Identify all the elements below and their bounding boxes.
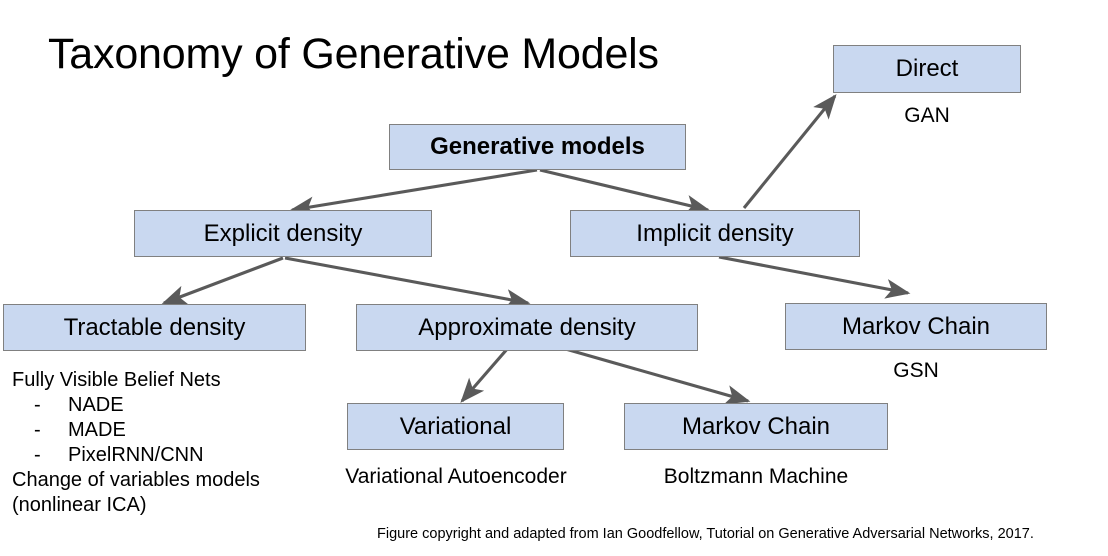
node-markov-chain-right-label: Markov Chain <box>841 312 991 340</box>
tractable-examples-list: Fully Visible Belief Nets - NADE - MADE - P… <box>12 368 260 518</box>
bullet-marker: - <box>34 394 41 416</box>
list-item: - PixelRNN/CNN <box>12 443 260 468</box>
node-generative-models-label: Generative models <box>430 133 645 160</box>
bullet-marker: - <box>34 419 41 441</box>
list-item: - NADE <box>12 393 260 418</box>
node-explicit-density[interactable]: Explicit density <box>134 210 432 257</box>
caption-boltzmann-machine: Boltzmann Machine <box>663 465 849 488</box>
node-tractable-density[interactable]: Tractable density <box>3 304 306 351</box>
list-extra-line-2: (nonlinear ICA) <box>12 494 147 516</box>
node-approximate-density-label: Approximate density <box>418 313 636 341</box>
node-generative-models[interactable]: Generative models <box>389 124 686 170</box>
arrow-approximate-to-variational <box>460 346 510 403</box>
list-item-label: PixelRNN/CNN <box>68 444 204 466</box>
node-markov-chain-bottom-label: Markov Chain <box>681 412 831 440</box>
arrow-explicit-to-tractable <box>161 256 284 305</box>
node-markov-chain-right[interactable]: Markov Chain <box>785 303 1047 350</box>
caption-markov-right-gsn: GSN <box>893 359 939 382</box>
node-approximate-density[interactable]: Approximate density <box>356 304 698 351</box>
arrow-implicit-to-markov <box>718 255 911 299</box>
arrow-root-to-explicit <box>289 168 538 217</box>
node-direct[interactable]: Direct <box>833 45 1021 93</box>
arrow-explicit-to-approximate <box>284 256 531 309</box>
figure-copyright-footnote: Figure copyright and adapted from Ian Go… <box>377 526 1034 542</box>
arrow-approximate-to-markov <box>561 346 751 405</box>
node-tractable-density-label: Tractable density <box>63 313 246 341</box>
list-item: - MADE <box>12 418 260 443</box>
node-explicit-density-label: Explicit density <box>203 219 363 247</box>
list-item-label: NADE <box>68 394 124 416</box>
list-extra-line-1: Change of variables models <box>12 469 260 491</box>
page-title: Taxonomy of Generative Models <box>48 30 659 78</box>
bullet-marker: - <box>34 444 41 466</box>
node-implicit-density[interactable]: Implicit density <box>570 210 860 257</box>
list-heading: Fully Visible Belief Nets <box>12 369 221 391</box>
node-variational-label: Variational <box>399 412 512 440</box>
node-variational[interactable]: Variational <box>347 403 564 450</box>
caption-direct-gan: GAN <box>904 104 950 127</box>
caption-variational-autoencoder: Variational Autoencoder <box>345 465 567 488</box>
node-implicit-density-label: Implicit density <box>636 219 794 247</box>
arrow-root-to-implicit <box>539 168 711 215</box>
node-direct-label: Direct <box>895 55 959 82</box>
arrow-implicit-to-direct <box>742 94 837 209</box>
list-item-label: MADE <box>68 419 126 441</box>
node-markov-chain-bottom[interactable]: Markov Chain <box>624 403 888 450</box>
